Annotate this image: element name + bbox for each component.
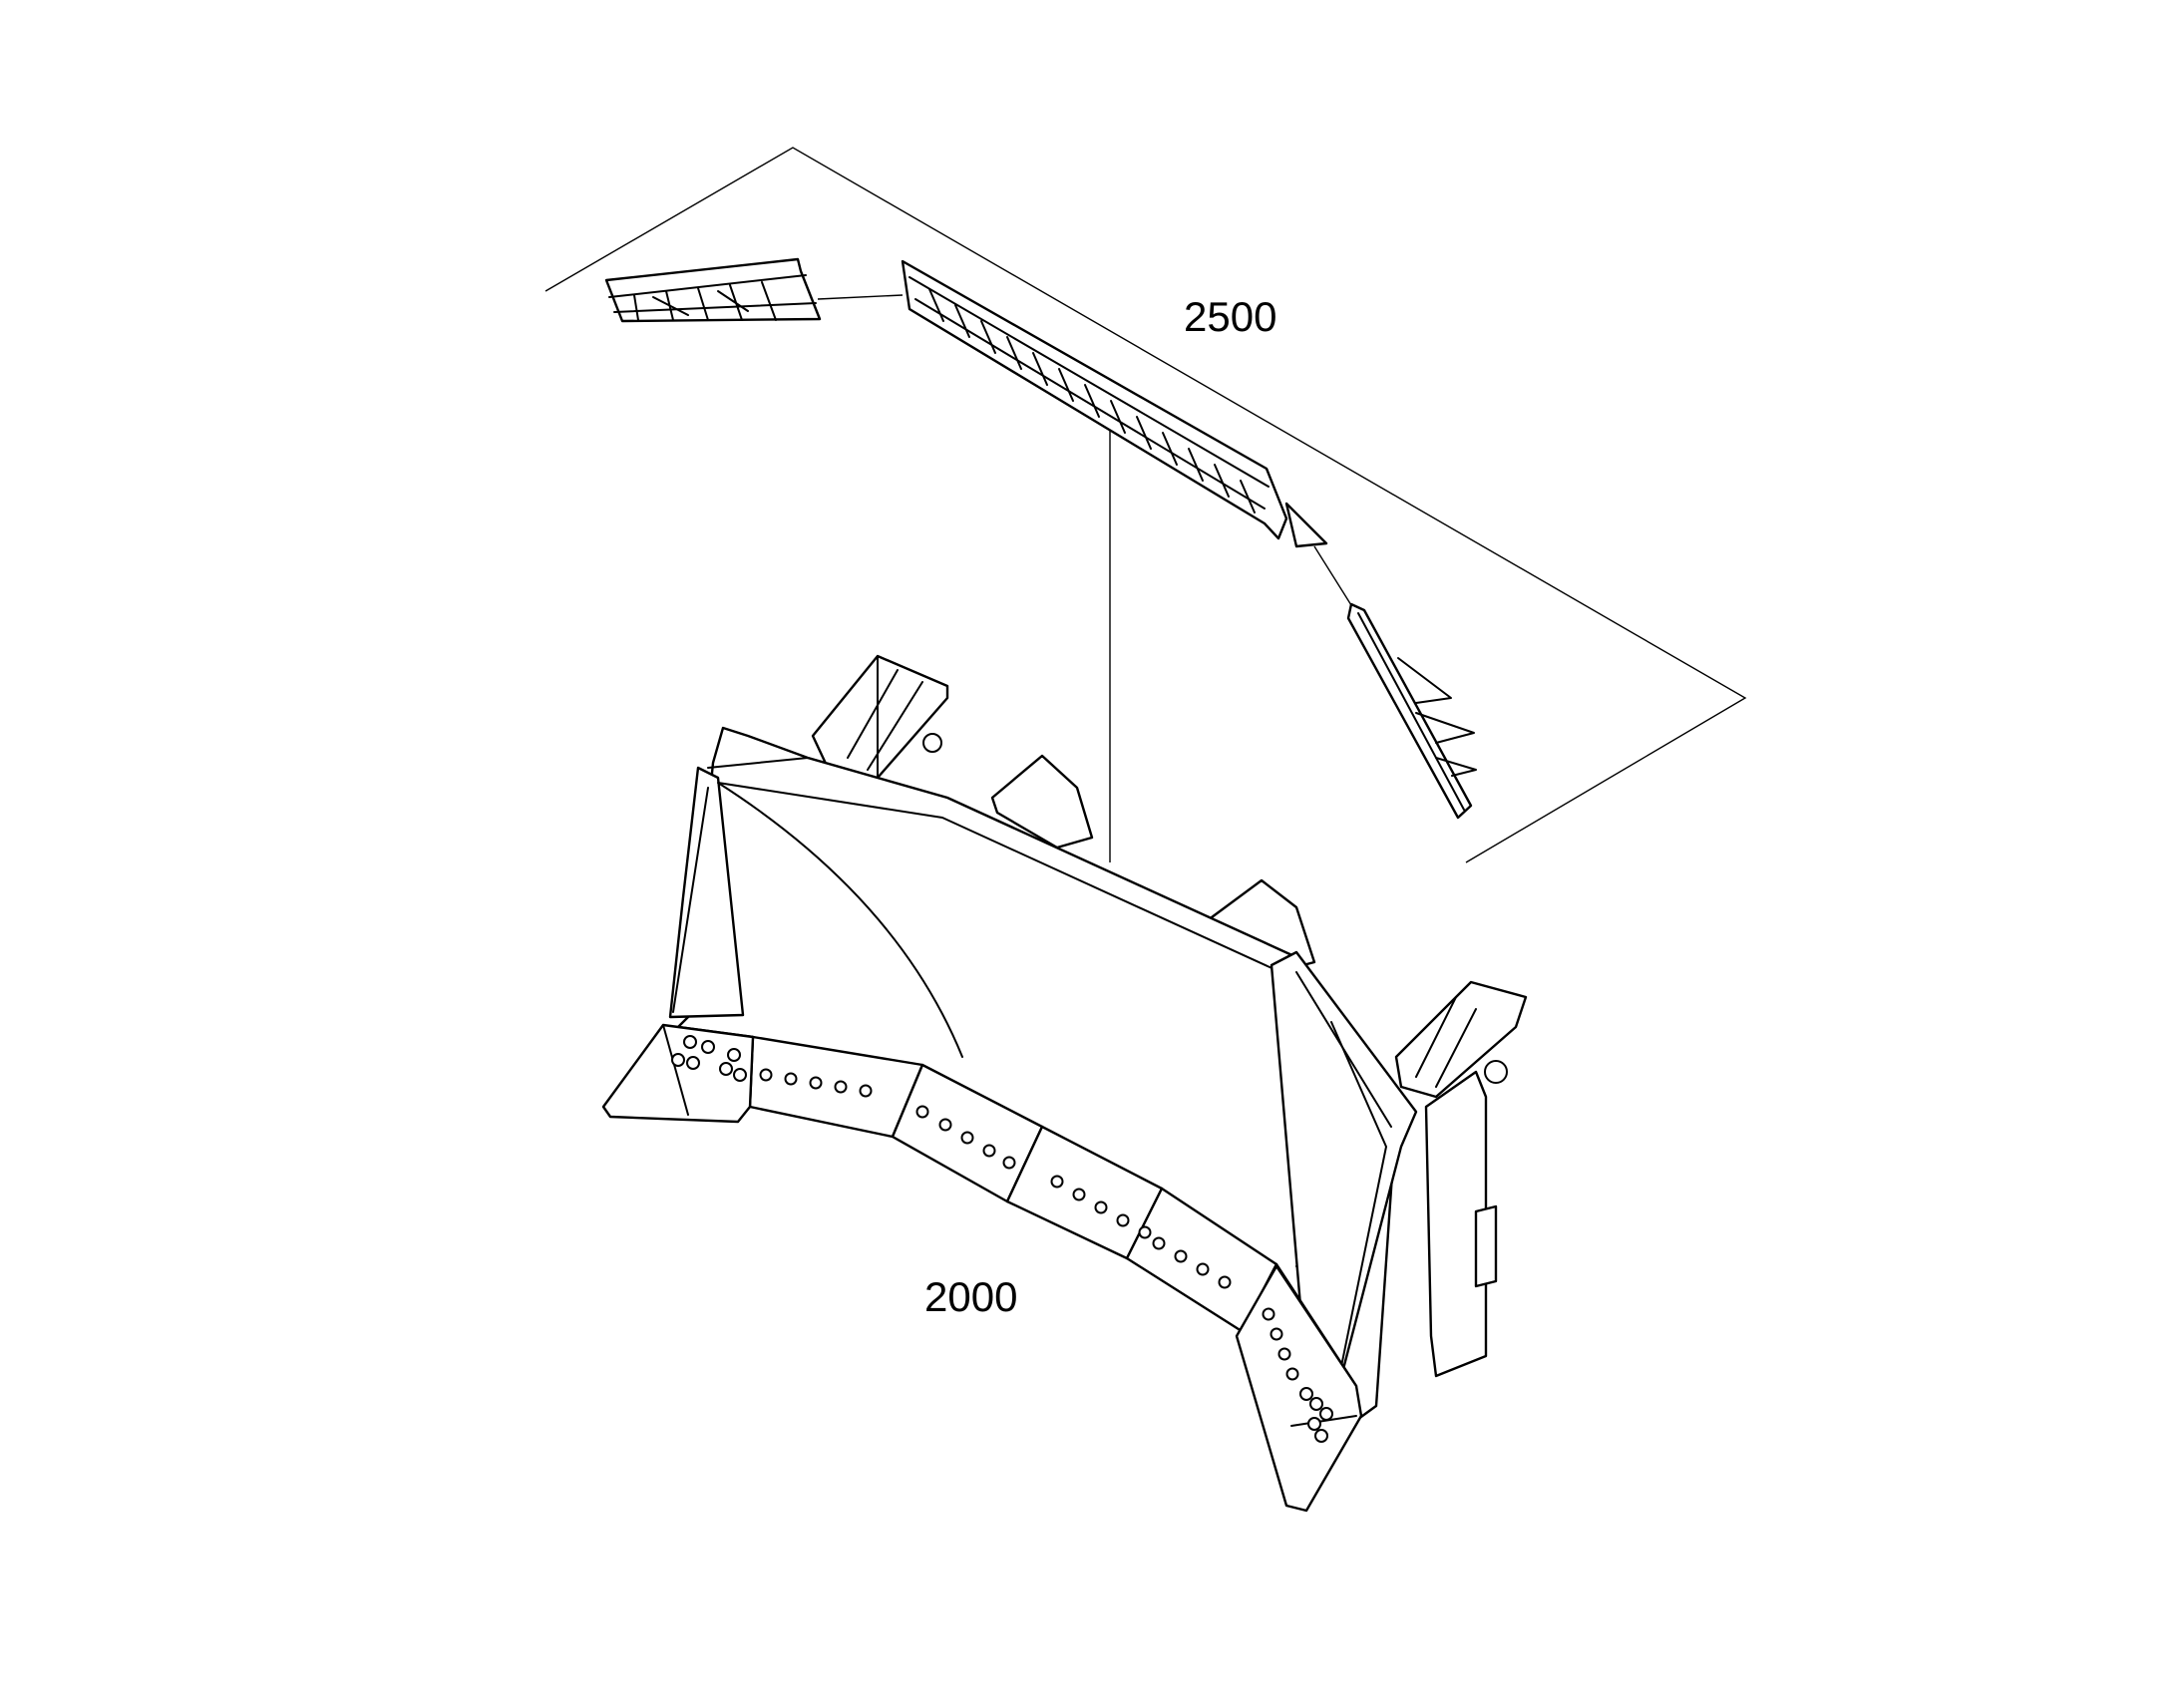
callout-label-2000: 2000 — [924, 1273, 1017, 1320]
dozer-blade — [601, 654, 1528, 1513]
end-bit-right — [1235, 1264, 1363, 1513]
push-arm-left — [811, 654, 949, 780]
grille-section-left — [604, 257, 822, 323]
grille-section-right — [1346, 602, 1477, 820]
grille-section-main — [901, 259, 1328, 548]
callout-label-2500: 2500 — [1184, 293, 1276, 340]
side-frame-right — [1424, 1070, 1488, 1378]
end-plate-left — [668, 766, 745, 1019]
mount-block-upper — [990, 754, 1094, 850]
leader-line-right-grille — [1313, 545, 1352, 606]
leader-line-left-grille — [817, 294, 904, 300]
group-bracket-2500 — [545, 147, 1747, 863]
